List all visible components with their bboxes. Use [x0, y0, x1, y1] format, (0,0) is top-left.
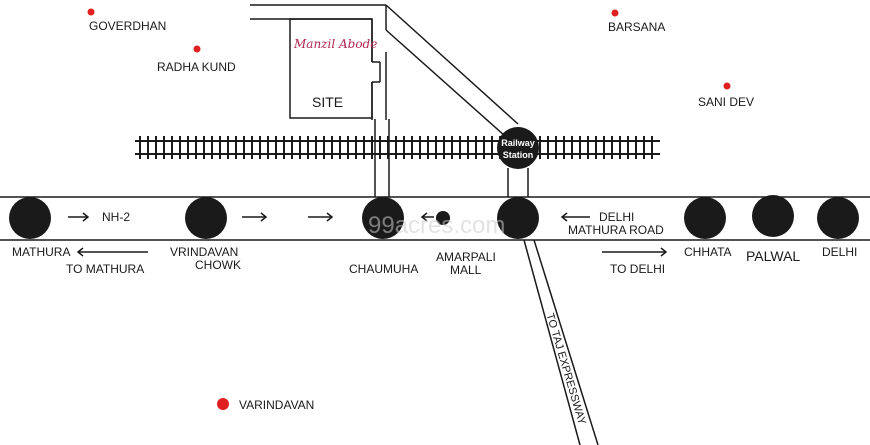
- label-delhi-mathura-road-1: DELHI: [599, 210, 635, 224]
- label-mathura: MATHURA: [12, 245, 71, 259]
- railway-track: [135, 136, 660, 159]
- arrow-left-icon: [420, 212, 434, 222]
- arrow-right-icon: [602, 247, 668, 257]
- place-markers: [87, 8, 731, 410]
- marker-varindavan-icon: [217, 398, 229, 410]
- marker-radha-kund-icon: [193, 45, 201, 53]
- label-chaumuha: CHAUMUHA: [349, 262, 419, 276]
- label-varindavan: VARINDAVAN: [239, 398, 315, 412]
- railway-station-marker: [497, 127, 539, 169]
- arrow-right-icon: [68, 212, 90, 222]
- stop-mathura: [9, 197, 51, 239]
- site-box: [289, 18, 381, 119]
- marker-barsana-icon: [611, 9, 619, 17]
- highway-nh2: [0, 196, 870, 241]
- arrow-right-icon: [308, 212, 334, 222]
- label-nh2: NH-2: [102, 210, 131, 224]
- arrow-left-icon: [76, 247, 148, 257]
- label-sani-dev: SANI DEV: [698, 95, 755, 109]
- stop-chhata: [684, 197, 726, 239]
- label-palwal: PALWAL: [746, 248, 801, 264]
- marker-goverdhan-icon: [87, 8, 95, 16]
- label-amarpali-mall-1: AMARPALI: [436, 250, 496, 264]
- arrow-left-icon: [560, 212, 590, 222]
- label-amarpali-mall-2: MALL: [450, 263, 482, 277]
- label-vrindavan-chowk-1: VRINDAVAN: [170, 245, 239, 259]
- label-to-delhi: TO DELHI: [610, 262, 666, 276]
- stop-amarpali-mall: [497, 197, 539, 239]
- label-vrindavan-chowk-2: CHOWK: [195, 258, 241, 272]
- stop-delhi: [817, 197, 859, 239]
- stop-chaumuha: [362, 197, 404, 239]
- railway-station-label-line2: Station: [502, 150, 534, 160]
- watermark: 99acres.com: [368, 212, 506, 239]
- label-delhi: DELHI: [822, 245, 858, 259]
- stop-palwal: [752, 195, 794, 237]
- taj-expressway-road: [523, 239, 599, 445]
- arrow-right-icon: [242, 212, 268, 222]
- label-goverdhan: GOVERDHAN: [89, 19, 167, 33]
- stop-vrindavan-chowk: [185, 197, 227, 239]
- station-link-road: [507, 168, 529, 197]
- highway-stops: [9, 195, 859, 239]
- label-radha-kund: RADHA KUND: [157, 60, 236, 74]
- direction-arrows: [68, 212, 668, 257]
- label-barsana: BARSANA: [608, 20, 666, 34]
- label-delhi-mathura-road-2: MATHURA ROAD: [568, 223, 664, 237]
- site-brand-logo: Manzil Abode: [294, 37, 378, 51]
- label-to-mathura: TO MATHURA: [66, 262, 145, 276]
- stop-amarpali-mall-dot: [436, 211, 450, 225]
- site-label: SITE: [312, 94, 344, 110]
- marker-sani-dev-icon: [723, 82, 731, 90]
- label-chhata: CHHATA: [684, 245, 732, 259]
- railway-station-label-line1: Railway: [501, 138, 535, 148]
